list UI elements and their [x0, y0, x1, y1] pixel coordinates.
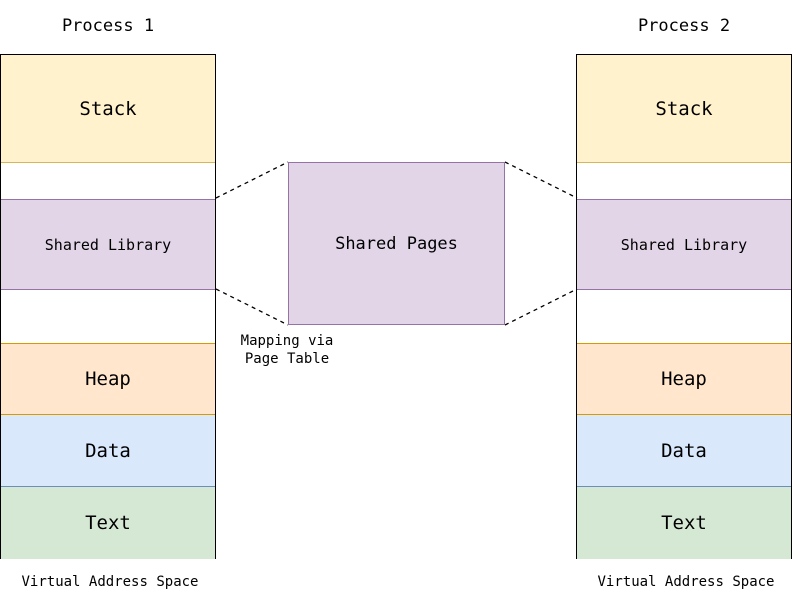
data-label: Data — [85, 439, 131, 462]
shared-pages-label: Shared Pages — [335, 233, 458, 254]
process-1-data-segment: Data — [1, 415, 215, 487]
text-label: Text — [85, 512, 131, 534]
connector-line — [504, 288, 578, 326]
shared-library-label: Shared Library — [44, 235, 172, 254]
heap-label: Heap — [85, 368, 131, 390]
process-1-stack-segment: Stack — [1, 55, 215, 163]
connector-line — [215, 161, 289, 199]
process-1-title: Process 1 — [61, 16, 155, 36]
process-1-heap-segment: Heap — [1, 343, 215, 415]
stack-label: Stack — [655, 97, 713, 120]
process-2-stack-segment: Stack — [577, 55, 791, 163]
mapping-label-line-2: Page Table — [244, 351, 330, 367]
text-label: Text — [661, 512, 707, 534]
heap-label: Heap — [661, 368, 707, 390]
data-label: Data — [661, 439, 707, 462]
process-1-address-space: Stack Shared Library Heap Data Text — [0, 54, 216, 559]
process-2-shared-library-segment: Shared Library — [577, 199, 791, 290]
process-1-footer: Virtual Address Space — [21, 574, 199, 590]
process-2-address-space: Stack Shared Library Heap Data Text — [576, 54, 792, 559]
process-2-text-segment: Text — [577, 487, 791, 559]
process-1-shared-library-segment: Shared Library — [1, 199, 215, 290]
connector-line — [504, 161, 578, 199]
mapping-label-line-1: Mapping via — [240, 333, 334, 349]
process-1-text-segment: Text — [1, 487, 215, 559]
process-2-heap-segment: Heap — [577, 343, 791, 415]
stack-label: Stack — [79, 97, 137, 120]
shared-library-label: Shared Library — [620, 235, 748, 254]
process-2-title: Process 2 — [637, 16, 731, 36]
process-2-footer: Virtual Address Space — [597, 574, 775, 590]
mapping-label: Mapping via Page Table — [226, 332, 348, 368]
shared-pages-box: Shared Pages — [288, 162, 505, 325]
connector-line — [215, 288, 289, 326]
process-2-data-segment: Data — [577, 415, 791, 487]
